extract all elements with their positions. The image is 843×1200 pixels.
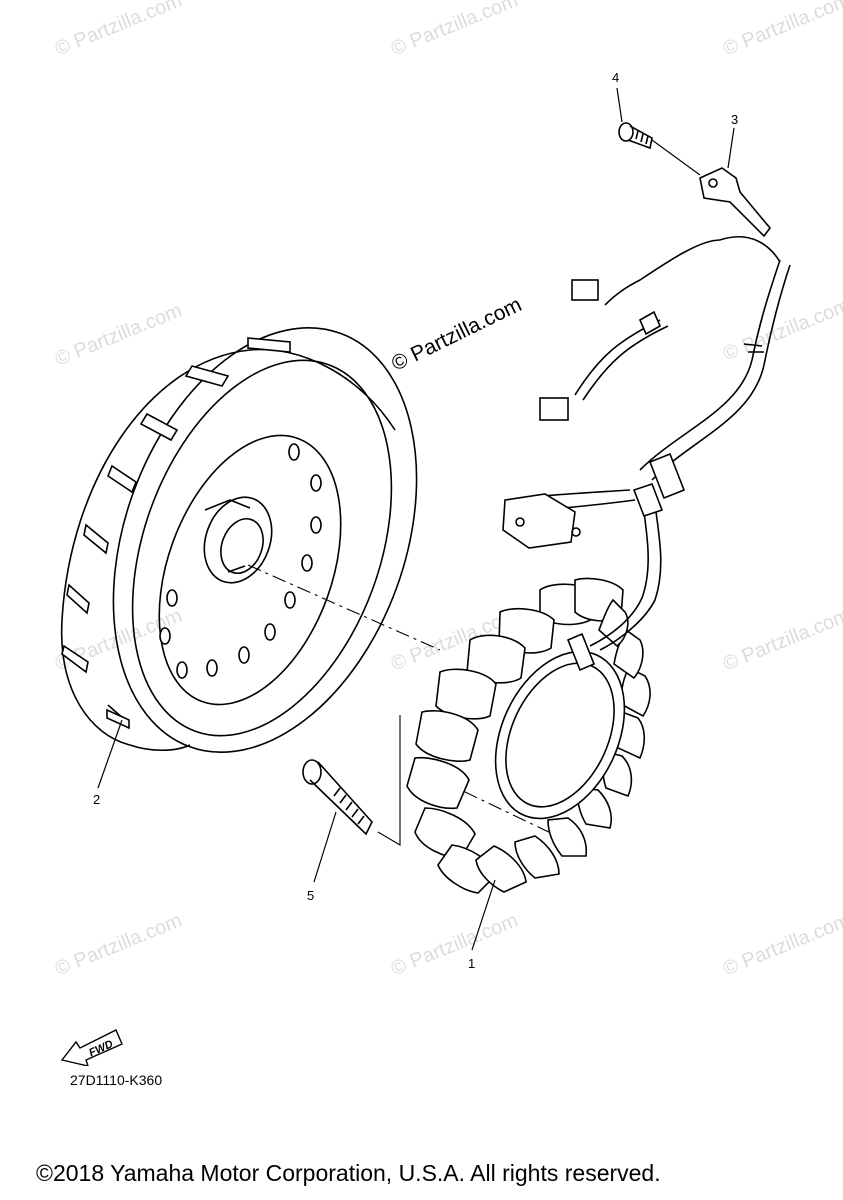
copyright-notice: ©2018 Yamaha Motor Corporation, U.S.A. A… (36, 1160, 661, 1186)
callout-1: 1 (468, 956, 476, 971)
fwd-arrow-icon: FWD (58, 1022, 128, 1071)
screw (616, 87, 701, 176)
alignment-line (247, 564, 441, 651)
callout-2: 2 (93, 792, 101, 807)
callout-5: 5 (307, 888, 315, 903)
bracket (699, 127, 772, 238)
stator-coil (406, 577, 651, 951)
rotor-flywheel (60, 326, 418, 789)
bolt (302, 715, 401, 883)
callout-4: 4 (612, 70, 620, 85)
diagram-code: 27D1110-K360 (70, 1072, 163, 1088)
fwd-label: FWD (87, 1038, 115, 1059)
callout-3: 3 (731, 112, 739, 127)
wiring-harness (502, 235, 791, 651)
